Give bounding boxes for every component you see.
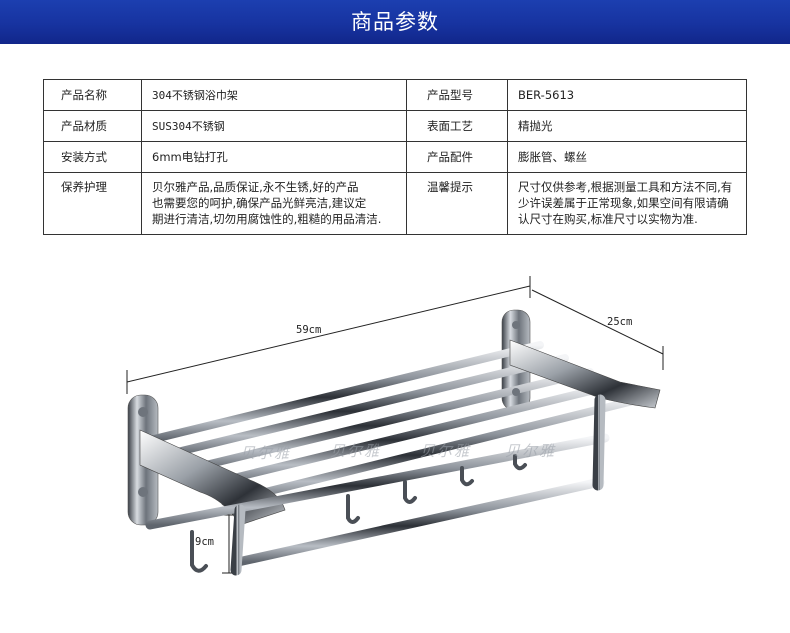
depth-label: 25cm [607, 316, 633, 328]
tip-line: 少许误差属于正常现象,如果空间有限请确 [518, 196, 729, 210]
care-line: 期进行清洁,切勿用腐蚀性的,粗糙的用品清洁. [152, 212, 382, 226]
table-row: 产品名称 304不锈钢浴巾架 产品型号 BER-5613 [43, 79, 747, 111]
spec-label: 产品型号 [406, 79, 508, 111]
care-text: 贝尔雅产品,品质保证,永不生锈,好的产品 也需要您的呵护,确保产品光鲜亮洁,建议… [141, 172, 407, 235]
table-row: 产品材质 SUS304不锈钢 表面工艺 精抛光 [43, 110, 747, 142]
spec-value: SUS304不锈钢 [141, 110, 407, 142]
spec-value: 膨胀管、螺丝 [507, 141, 747, 173]
spec-label: 产品配件 [406, 141, 508, 173]
tip-text: 尺寸仅供参考,根据测量工具和方法不同,有 少许误差属于正常现象,如果空间有限请确… [507, 172, 747, 235]
table-row: 安装方式 6mm电钻打孔 产品配件 膨胀管、螺丝 [43, 141, 747, 173]
hook-drop-label: 9cm [195, 536, 214, 548]
care-line: 贝尔雅产品,品质保证,永不生锈,好的产品 [152, 180, 359, 194]
watermark: 贝尔雅 [420, 442, 472, 460]
care-line: 也需要您的呵护,确保产品光鲜亮洁,建议定 [152, 196, 367, 210]
header-banner [0, 0, 790, 44]
spec-value: 304不锈钢浴巾架 [141, 79, 407, 111]
spec-label: 温馨提示 [406, 172, 508, 235]
spec-label: 表面工艺 [406, 110, 508, 142]
spec-value: 6mm电钻打孔 [141, 141, 407, 173]
towel-rack-image [126, 276, 664, 576]
spec-label: 保养护理 [43, 172, 142, 235]
table-row: 保养护理 贝尔雅产品,品质保证,永不生锈,好的产品 也需要您的呵护,确保产品光鲜… [43, 172, 747, 235]
watermark: 贝尔雅 [240, 444, 292, 462]
spec-table: 产品名称 304不锈钢浴巾架 产品型号 BER-5613 产品材质 SUS304… [43, 79, 747, 235]
shelf-rails [146, 341, 649, 506]
watermark: 贝尔雅 [505, 442, 557, 460]
spec-value: BER-5613 [507, 79, 747, 111]
tip-line: 认尺寸在购买,标准尺寸以实物为准. [518, 212, 698, 226]
spec-label: 产品材质 [43, 110, 142, 142]
hooks [190, 454, 527, 573]
watermark: 贝尔雅 [330, 442, 382, 460]
length-label: 59cm [296, 324, 322, 336]
dimension-lines [126, 276, 664, 574]
tip-line: 尺寸仅供参考,根据测量工具和方法不同,有 [518, 180, 733, 194]
spec-label: 安装方式 [43, 141, 142, 173]
page-title: 商品参数 [351, 10, 439, 34]
spec-label: 产品名称 [43, 79, 142, 111]
spec-value: 精抛光 [507, 110, 747, 142]
